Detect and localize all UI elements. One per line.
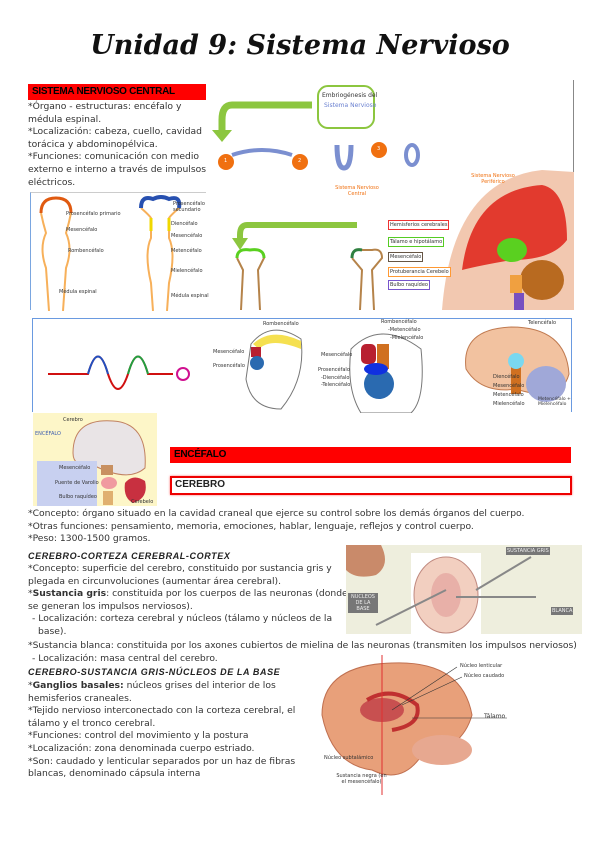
text-line: *Otras funciones: pensamiento, memoria, …: [28, 520, 474, 532]
text-line: *Sustancia gris: constituida por los cue…: [28, 588, 348, 612]
bold-term: Sustancia gris: [32, 588, 107, 600]
label: Núcleo lenticular: [460, 663, 503, 669]
snc-text: *Órgano - estructuras: encéfalo y médula…: [28, 101, 208, 189]
snc-line: *Localización: cabeza, cuello, cavidad t…: [28, 126, 202, 150]
label: Mesencéfalo: [493, 383, 525, 389]
label: Bulbo raquídeo: [388, 280, 430, 290]
label: Mesencéfalo: [388, 252, 424, 262]
label: Rombencéfalo: [263, 321, 299, 327]
label: -Telencéfalo: [321, 382, 351, 388]
text-line: - Localización: masa central del cerebro…: [32, 652, 218, 664]
label: Prosencéfalo secundario: [173, 201, 205, 213]
label: Mesencéfalo: [213, 349, 245, 355]
blanca-text: *Sustancia blanca: constituida por los a…: [28, 640, 593, 665]
label: Cerebelo: [131, 499, 154, 505]
label: NUCLEOS DE LA BASE: [348, 593, 378, 613]
text-line: *Son: caudado y lenticular separados por…: [28, 755, 296, 780]
label: Metencéfalo: [493, 392, 524, 398]
label: Diencéfalo: [493, 374, 520, 380]
snc-line: *Funciones: comunicación con medio exter…: [28, 151, 207, 188]
text-line: *Funciones: control del movimiento y la …: [28, 730, 249, 742]
label: -Mielencéfalo: [390, 335, 424, 341]
section-header-encefalo: ENCÉFALO: [170, 447, 571, 463]
basal-ganglia-figure: Núcleo lenticular Núcleo caudado Tálamo …: [312, 655, 512, 795]
embryogenesis-figure: Embriogénesis del Sistema Nervioso 1 2 3…: [212, 80, 574, 310]
section-header-snc: SISTEMA NERVIOSO CENTRAL: [28, 84, 206, 100]
label: Bulbo raquídeo: [59, 494, 97, 500]
cerebro-text: *Concepto: órgano situado en la cavidad …: [28, 508, 588, 546]
vesicles-figure: Prosencéfalo primario Mesencéfalo Romben…: [30, 192, 209, 311]
label: Rombencéfalo: [381, 319, 417, 325]
cortex-text: *Concepto: superficie del cerebro, const…: [28, 563, 348, 639]
text-line: - Localización: corteza cerebral y núcle…: [32, 613, 333, 637]
text-line: *Sustancia blanca: constituida por los a…: [28, 640, 577, 651]
label: Protuberancia Cerebelo: [388, 267, 451, 277]
label: Diencéfalo: [171, 221, 198, 227]
text-line: *Tejido nervioso interconectado con la c…: [28, 705, 296, 729]
label: Mesencéfalo: [59, 465, 91, 471]
label: Mesencéfalo: [321, 352, 353, 358]
label: Mielencéfalo: [171, 268, 203, 274]
label: Núcleo subtalámico: [324, 755, 374, 761]
encefalo-figure: Cerebro ENCÉFALO Mesencéfalo Puente de V…: [33, 413, 157, 506]
text-line: *Localización: zona denominada cuerpo es…: [28, 742, 255, 754]
label: -Diencéfalo: [321, 375, 350, 381]
label: Cerebro: [63, 417, 83, 423]
label: Tálamo e hipotálamo: [388, 237, 445, 247]
label: ENCÉFALO: [35, 431, 61, 437]
label: Mielencéfalo: [493, 401, 525, 407]
label: Sistema Nervioso Central: [335, 185, 379, 197]
label: Hemisferios cerebrales: [388, 220, 450, 230]
subheading-nucleos: CEREBRO-SUSTANCIA GRIS-NÚCLEOS DE LA BAS…: [28, 667, 281, 677]
label: Metencéfalo: [171, 248, 202, 254]
label: Sistema Nervioso: [324, 102, 377, 109]
label: BLANCA: [551, 607, 574, 615]
label: Puente de Varolio: [55, 480, 99, 486]
bold-term: Ganglios basales:: [32, 680, 124, 691]
neural-tube-figures: Rombencéfalo Mesencéfalo Prosencéfalo Ro…: [32, 318, 572, 413]
label: Mesencéfalo: [66, 227, 98, 233]
text: núcleos grises del interior de los hemis…: [28, 680, 276, 704]
label: SUSTANCIA GRIS: [506, 547, 550, 555]
snc-line: *Órgano - estructuras: encéfalo y médula…: [28, 101, 182, 125]
text: : constituida por los cuerpos de las neu…: [28, 588, 348, 612]
label: Tálamo: [484, 713, 506, 720]
label: Embriogénesis del: [322, 92, 378, 99]
section-header-cerebro: CEREBRO: [170, 476, 572, 495]
label: 2: [298, 158, 302, 164]
text-line: *Ganglios basales: núcleos grises del in…: [28, 680, 276, 704]
text-line: *Concepto: órgano situado en la cavidad …: [28, 508, 525, 519]
label: Núcleo caudado: [464, 673, 505, 679]
label: Médula espinal: [171, 293, 209, 299]
label: 1: [224, 158, 228, 164]
label: 3: [377, 146, 381, 152]
label: Sistema Nervioso Periférico: [471, 173, 515, 185]
brain-slice-figure: SUSTANCIA GRIS NUCLEOS DE LA BASE BLANCA: [346, 545, 582, 634]
label: -Metencéfalo: [388, 327, 421, 333]
label: Sustancia negra (en el mesencéfalo): [336, 773, 387, 785]
text-line: *Peso: 1300-1500 gramos.: [28, 533, 151, 545]
label: Prosencéfalo: [213, 363, 245, 369]
label: Telencéfalo: [528, 320, 557, 326]
label: Prosencéfalo: [318, 367, 350, 373]
label: Mesencéfalo: [171, 233, 203, 239]
label: Rombencéfalo: [68, 248, 104, 254]
label: Metencéfalo + Mielencéfalo: [538, 397, 571, 407]
text-line: *Concepto: superficie del cerebro, const…: [28, 563, 332, 587]
page-title: Unidad 9: Sistema Nervioso: [90, 30, 510, 61]
subheading-cortex: CEREBRO-CORTEZA CEREBRAL-CORTEX: [28, 551, 231, 561]
label: Médula espinal: [59, 289, 97, 295]
nucleos-text: *Ganglios basales: núcleos grises del in…: [28, 680, 323, 781]
label: Prosencéfalo primario: [66, 211, 121, 217]
